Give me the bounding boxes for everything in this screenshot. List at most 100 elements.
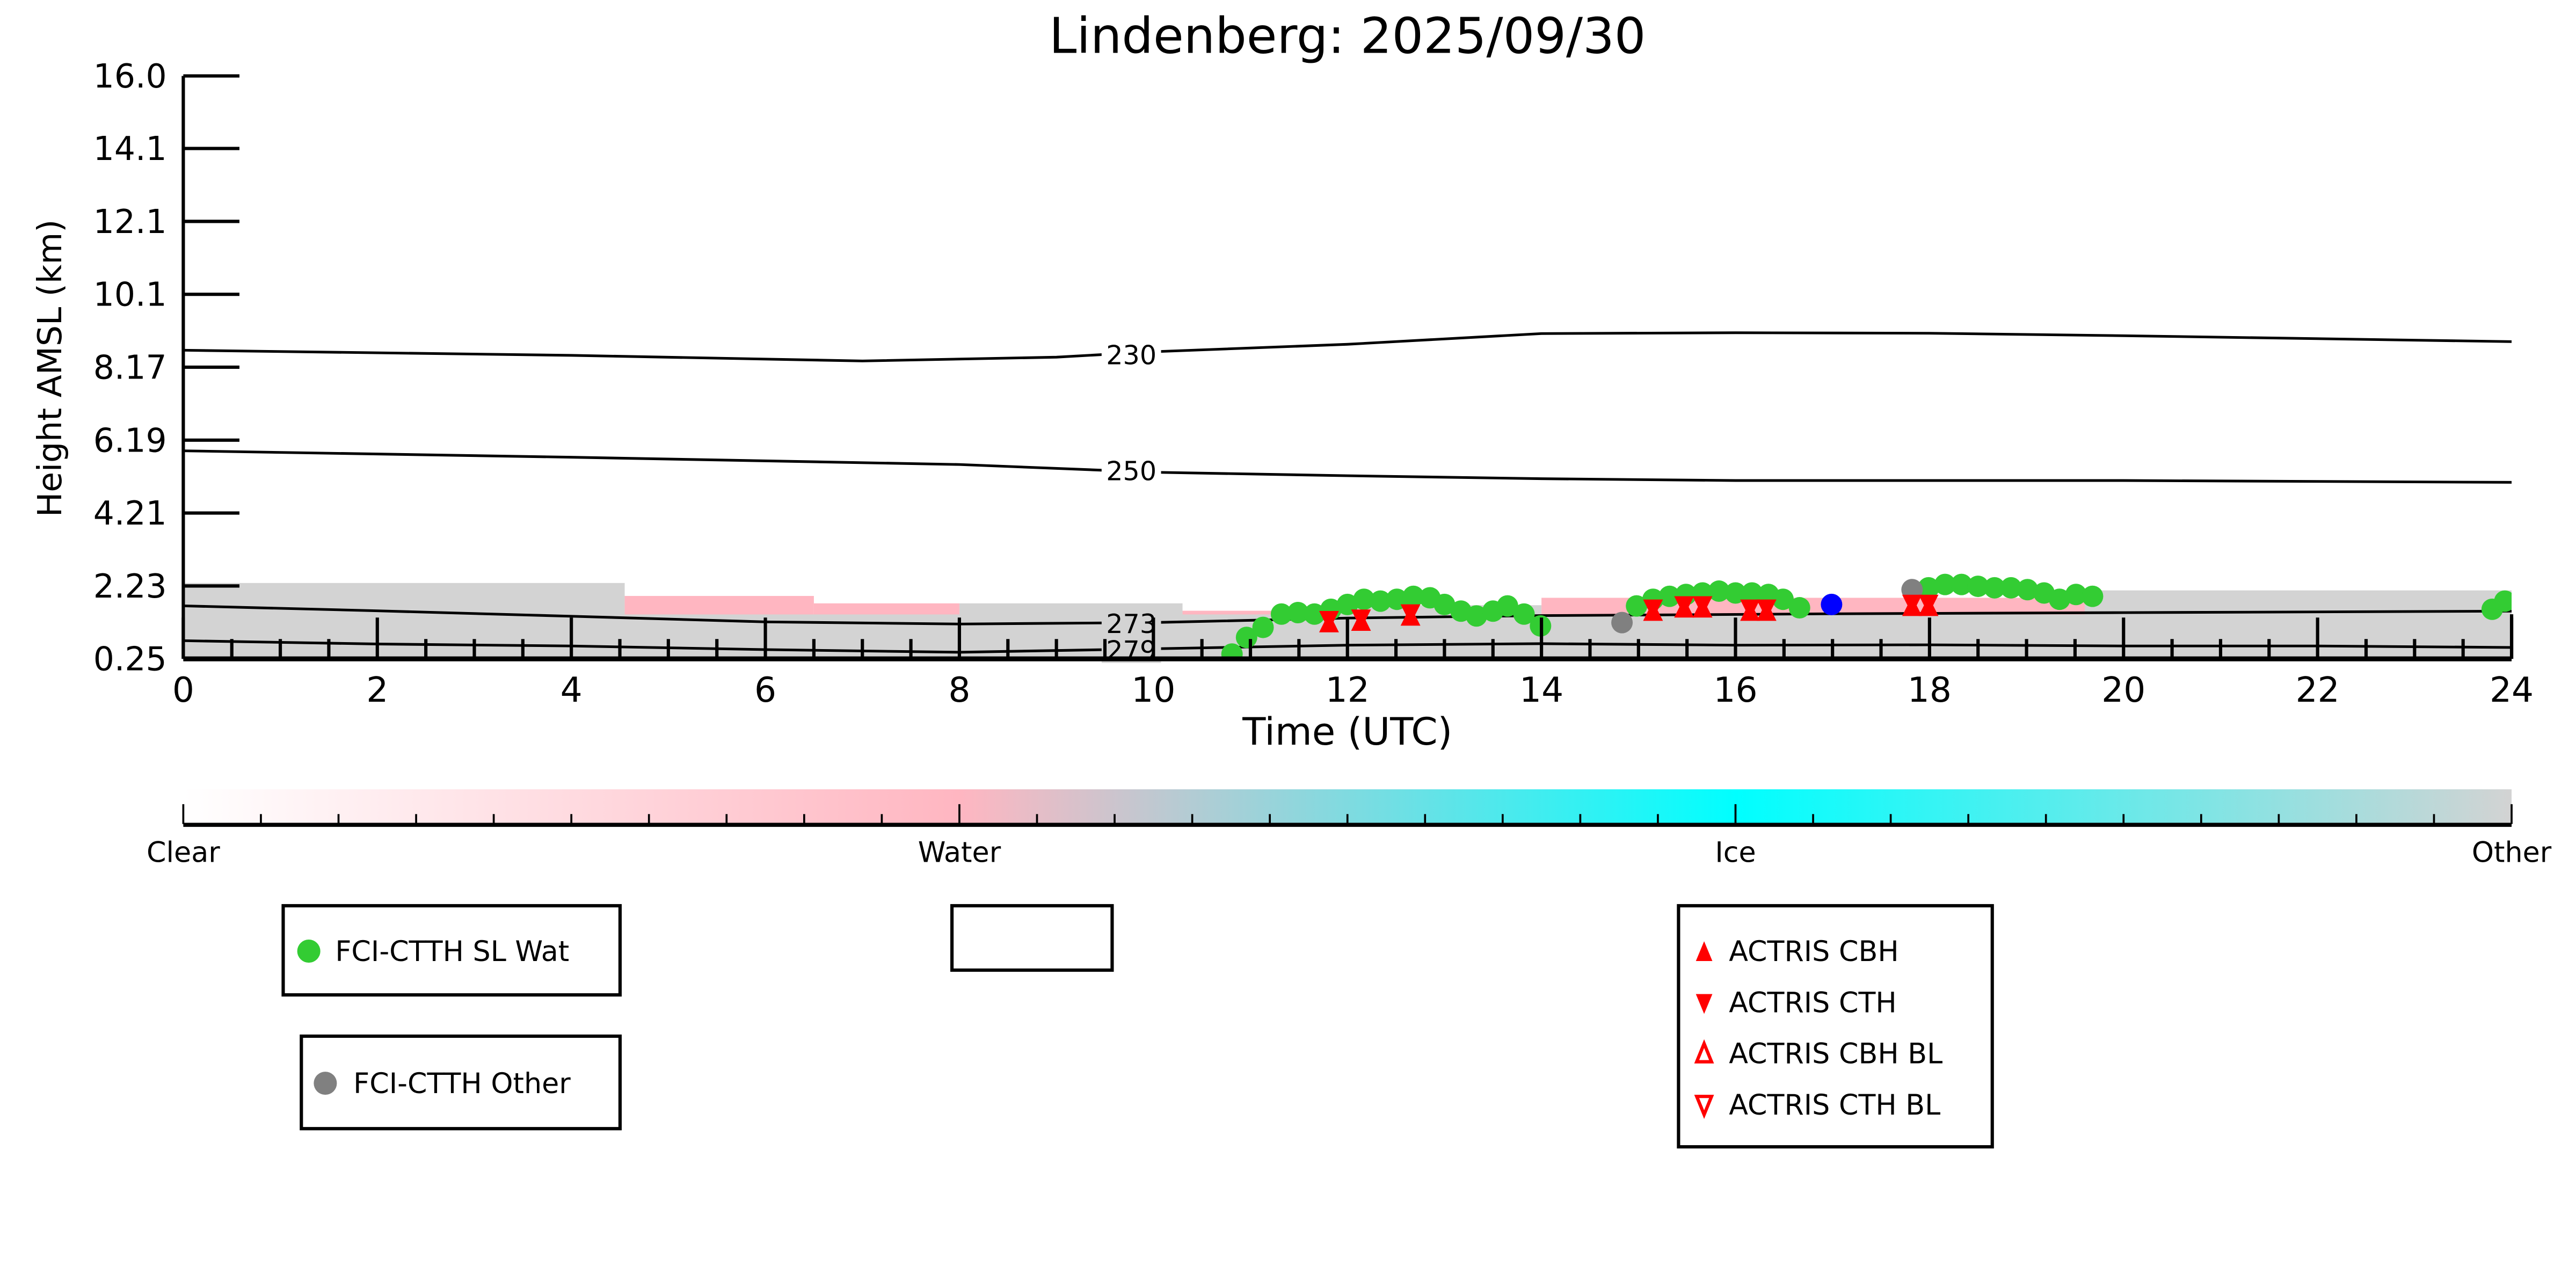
cth-marker [1351, 609, 1371, 630]
y-tick-label: 12.1 [93, 202, 167, 241]
contour-label-bg [1101, 341, 1161, 368]
data-point [1918, 577, 1940, 599]
cth-marker [1918, 594, 1939, 615]
triangle-up-icon [1695, 941, 1713, 962]
cth-marker [1400, 604, 1421, 624]
triangle-down-open-icon [1694, 1095, 1714, 1119]
contour-line-273 [183, 604, 2512, 625]
data-point [1951, 573, 1973, 595]
x-tick-label: 16 [1713, 670, 1757, 710]
x-tick-label: 14 [1519, 670, 1563, 710]
triangle-up-open-icon [1694, 1039, 1714, 1064]
data-point [1466, 605, 1488, 627]
y-tick-label: 14.1 [93, 129, 167, 168]
colorbar-label: Clear [147, 836, 220, 869]
data-point [2065, 584, 2087, 606]
x-tick-label: 10 [1131, 670, 1175, 710]
legend-label: ACTRIS CBH BL [1729, 1038, 1942, 1071]
contour-label-bg [1101, 457, 1161, 484]
colorbar-label: Ice [1715, 836, 1756, 869]
data-point [2049, 588, 2071, 610]
x-tick-label: 0 [172, 670, 194, 710]
x-tick-label: 22 [2296, 670, 2340, 710]
colorbar: Clear Water Ice Other [147, 789, 2552, 869]
legend-actris: ACTRIS CBH ACTRIS CTH ACTRIS CBH BL ACTR… [1677, 904, 1994, 1149]
contour-label-bg [1101, 609, 1161, 636]
cth-marker [1319, 611, 1339, 631]
legend-gray-circle-icon [314, 1072, 337, 1095]
x-tick-label: 2 [366, 670, 388, 710]
data-point [1967, 576, 1989, 598]
chart-title: Lindenberg: 2025/09/30 [1049, 6, 1646, 64]
contour-line-230 [183, 331, 2512, 362]
legend-other: FCI-CTTH Other [300, 1034, 622, 1131]
cth-marker [1740, 599, 1760, 620]
y-tick-label: 2.23 [93, 567, 167, 606]
data-point [1626, 595, 1648, 617]
x-tick-label: 12 [1326, 670, 1370, 710]
contour-label: 273 [1106, 608, 1156, 639]
cth-marker [1756, 599, 1777, 620]
y-axis-label: Height AMSL (km) [31, 220, 69, 517]
x-tick-label: 4 [561, 670, 583, 710]
data-point [1611, 612, 1633, 634]
y-tick-label: 6.19 [93, 421, 167, 460]
data-point [1788, 597, 1810, 619]
y-tick-label: 8.17 [93, 348, 167, 387]
data-point [1983, 577, 2005, 599]
data-point [1772, 588, 1794, 610]
contour-line-250 [183, 449, 2512, 484]
contour-label: 230 [1106, 340, 1156, 371]
data-point [2494, 590, 2512, 612]
legend-label: FCI-CTTH SL Wat [335, 935, 569, 968]
data-point [1724, 582, 1747, 604]
legend-label: ACTRIS CBH [1729, 935, 1898, 968]
y-tick-label: 10.1 [93, 275, 167, 314]
legend-label: ACTRIS CTH BL [1729, 1089, 1940, 1122]
x-tick-label: 24 [2490, 670, 2534, 710]
colorbar-label: Other [2472, 836, 2552, 869]
cth-marker [1692, 596, 1713, 616]
data-point [1353, 588, 1375, 610]
data-point [1270, 603, 1292, 625]
triangle-down-icon [1695, 994, 1713, 1014]
data-point [1821, 593, 1843, 615]
legend-empty-box [950, 904, 1114, 972]
contour-label: 250 [1106, 456, 1156, 487]
x-tick-label: 20 [2101, 670, 2145, 710]
legend-sl-wat: FCI-CTTH SL Wat [281, 904, 622, 997]
data-point [1252, 616, 1274, 638]
data-point [2082, 585, 2104, 607]
data-point [1433, 593, 1456, 615]
cth-marker [1643, 599, 1663, 620]
legend-green-circle-icon [297, 940, 321, 963]
data-point [1221, 643, 1243, 659]
cth-marker [1902, 594, 1922, 615]
y-tick-label: 0.25 [93, 640, 167, 679]
legend-label: FCI-CTTH Other [353, 1067, 571, 1100]
x-tick-label: 6 [754, 670, 776, 710]
contour-label: 279 [1106, 635, 1156, 666]
y-tick-label: 16.0 [93, 57, 167, 96]
data-point [1496, 595, 1518, 617]
data-point [1370, 590, 1392, 612]
data-point [1658, 585, 1680, 607]
data-point [2017, 579, 2039, 601]
data-markers [1221, 573, 2512, 659]
x-tick-label: 8 [948, 670, 970, 710]
y-tick-label: 4.21 [93, 494, 167, 533]
data-point [1402, 585, 1424, 607]
colorbar-label: Water [918, 836, 1001, 869]
data-point [1287, 602, 1309, 624]
data-point [1708, 580, 1730, 602]
cth-marker [1674, 596, 1694, 616]
x-tick-label: 18 [1908, 670, 1952, 710]
legend-label: ACTRIS CTH [1729, 986, 1897, 1019]
data-point [1934, 573, 1956, 595]
x-axis-label: Time (UTC) [1242, 709, 1452, 754]
data-point [1304, 603, 1326, 625]
data-point [2000, 577, 2022, 599]
data-point [1513, 603, 1535, 625]
